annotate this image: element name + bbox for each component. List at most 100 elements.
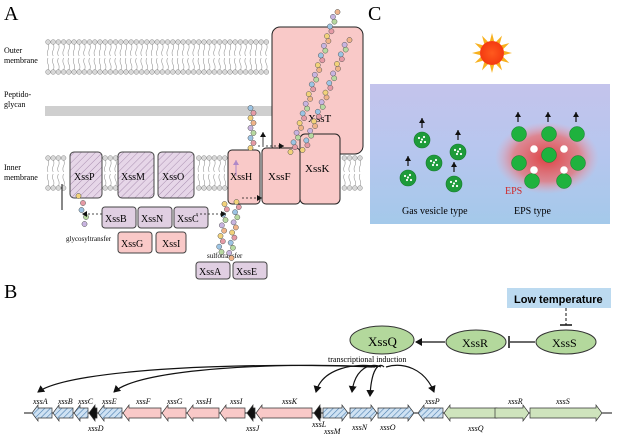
lipid-head [216,39,223,45]
polysaccharide-bead [250,130,257,136]
lipid-tail [228,43,232,57]
polysaccharide-bead [296,120,303,126]
lipid-tail [187,43,190,57]
polysaccharide-bead [338,56,345,62]
sun-icon [472,33,512,73]
lipid-tail [208,57,211,71]
gas-vesicle [452,182,456,185]
lipid-tail [218,173,221,187]
lipid-head [107,69,114,75]
lipid-tail [223,43,226,57]
lipid-tail [218,43,221,57]
lipid-head [97,69,103,75]
lipid-head [128,69,134,75]
lipid-head [118,39,124,45]
gene-label-xssK: xssK [281,397,298,406]
gas-vesicle [405,178,409,182]
lipid-head [107,155,114,161]
lipid-head [201,155,207,161]
lipid-tail [358,173,362,187]
protein-xssN: XssN [137,206,173,229]
gene-arrow-9 [219,403,246,423]
svg-text:XssM: XssM [121,172,145,183]
lipid-head [71,39,77,45]
gene-label-xssP: xssP [424,397,440,406]
lipid-head [237,39,244,45]
lipid-head [206,39,212,45]
gas-vesicle [455,152,459,156]
outer-membrane-label: Outer membrane [4,46,38,65]
lipid-tail [202,57,206,71]
lipid-tail [228,57,232,71]
polysaccharide-bead [292,144,298,151]
svg-text:XssP: XssP [74,172,95,183]
gene-arrow-11 [255,403,313,423]
gene-arrow-19 [529,403,603,423]
lipid-tail [348,173,351,187]
lipid-head [357,155,363,161]
lipid-tail [124,57,128,71]
gene-label-xssN: xssN [351,423,368,432]
lipid-head [211,39,218,45]
lipid-head [149,69,155,75]
lipid-tail [239,57,242,71]
lipid-tail [119,57,122,71]
gas-vesicle [432,161,436,164]
eps-white-dot [530,166,538,174]
gene-arrow-18 [494,403,530,423]
lipid-head [258,69,264,75]
polysaccharide-bead [247,105,254,111]
lipid-head [123,69,129,75]
gene-arrow-8 [186,403,220,423]
lipid-head [196,39,202,45]
lipid-tail [109,43,112,57]
lipid-head [242,69,249,75]
gas-vesicle [449,180,453,184]
polysaccharide-bead [334,61,340,67]
induction-arrow [385,364,436,393]
lipid-head [201,39,207,45]
lipid-tail [57,159,60,173]
lipid-head [133,69,140,75]
lipid-head [211,155,218,161]
svg-text:XssF: XssF [268,171,291,183]
lipid-tail [171,57,174,71]
sun-ray [489,64,495,73]
gas-vesicle [455,184,459,188]
lipid-head [216,69,223,75]
lipid-head [45,155,51,161]
lipid-tail [197,159,200,173]
gas-vesicle [435,163,439,167]
lipid-head [123,39,129,45]
lipid-head [196,155,202,161]
lipid-head [341,155,348,161]
lipid-tail [104,57,107,71]
lipid-tail [244,57,247,71]
polysaccharide-bead [247,125,254,131]
induction-arrow [366,364,385,397]
gene-label-xssO: xssO [379,423,396,432]
gas-vesicle [431,163,435,167]
panel-b-label: B [4,281,17,303]
svg-text:XssQ: XssQ [368,334,398,349]
lipid-head [138,39,145,45]
polysaccharide-bead [298,125,304,131]
polysaccharide-bead [327,23,333,30]
sun-ray [482,35,488,44]
sun-ray [474,57,483,63]
gene-label-xssA: xssA [32,397,48,406]
lipid-tail [145,57,148,71]
lipid-head [190,69,197,75]
polysaccharide-bead [80,200,86,206]
lipid-tail [234,43,237,57]
eps-cell [570,155,586,171]
svg-text:XssH: XssH [230,172,252,183]
lipid-tail [145,43,148,57]
lipid-tail [57,173,60,187]
svg-text:XssB: XssB [105,214,127,225]
gas-vesicle [417,136,421,140]
lipid-tail [197,173,200,187]
lipid-tail [343,173,346,187]
protein-xssO: XssO [157,151,195,199]
lipid-tail [93,43,96,57]
